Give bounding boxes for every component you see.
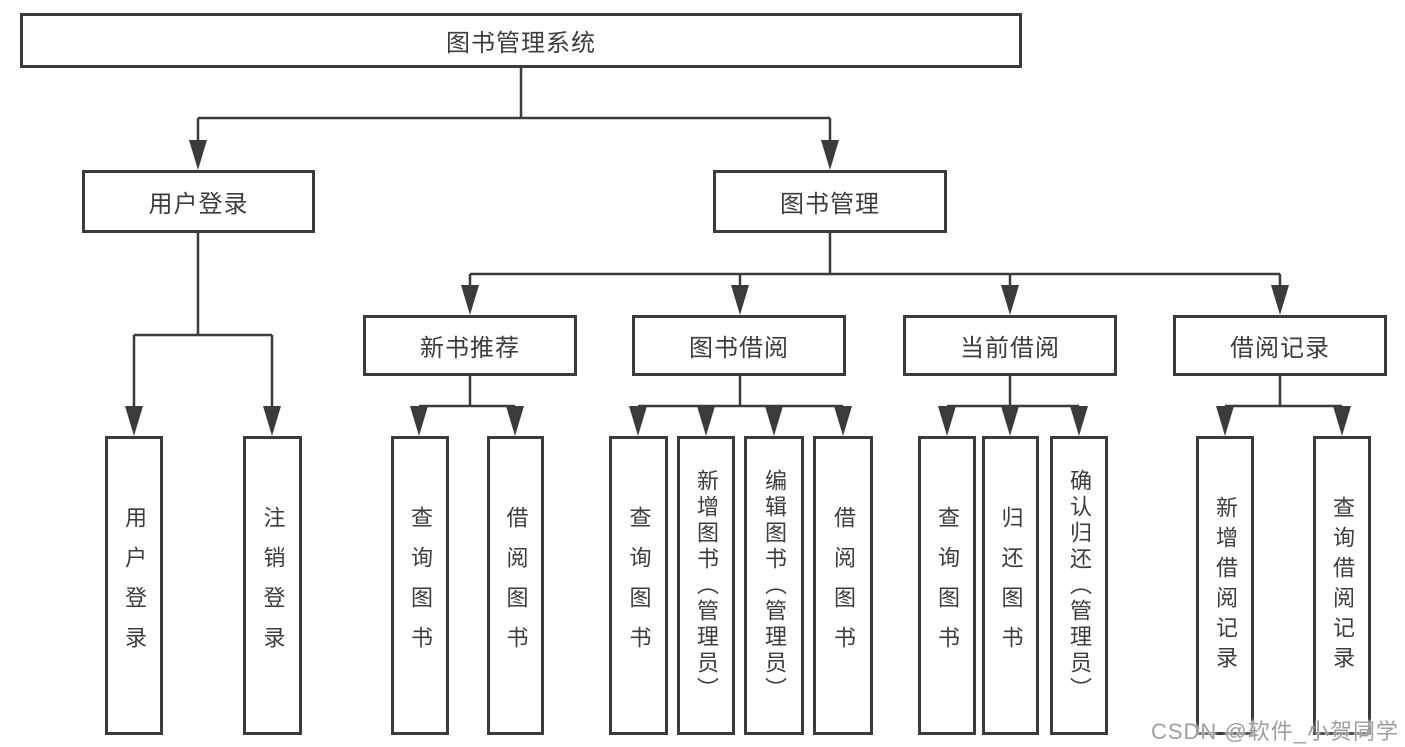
- node-current-borrow-label: 当前借阅: [960, 335, 1060, 362]
- leaf-add-book-admin: 新增图书（管理员）: [677, 436, 735, 735]
- node-book-borrow: 图书借阅: [632, 315, 846, 376]
- node-book-borrow-label: 图书借阅: [689, 335, 789, 362]
- connector-bookborrow-to-leaves: [638, 376, 843, 408]
- connector-root-to-level2: [196, 68, 832, 142]
- node-new-book-recommend-label: 新书推荐: [420, 335, 520, 362]
- leaf-logout: 注销登录: [243, 436, 302, 735]
- leaf-borrow-books-2: 借阅图书: [813, 436, 873, 735]
- leaf-borrow-books-1: 借阅图书: [487, 436, 544, 735]
- node-current-borrow: 当前借阅: [903, 315, 1117, 376]
- leaf-user-login: 用户登录: [105, 436, 163, 735]
- node-borrow-records: 借阅记录: [1173, 315, 1387, 376]
- connector-records-to-leaves: [1225, 376, 1342, 408]
- node-user-login: 用户登录: [82, 170, 315, 233]
- leaf-query-books-1: 查询图书: [391, 436, 449, 735]
- leaf-confirm-return-admin: 确认归还（管理员）: [1050, 436, 1108, 735]
- node-borrow-records-label: 借阅记录: [1230, 335, 1330, 362]
- leaf-return-books: 归还图书: [982, 436, 1039, 735]
- leaf-query-borrow-record: 查询借阅记录: [1313, 436, 1371, 735]
- leaf-query-books-2: 查询图书: [609, 436, 668, 735]
- node-user-login-label: 用户登录: [148, 191, 249, 218]
- connector-currentborrow-to-leaves: [947, 376, 1079, 408]
- leaf-query-books-3: 查询图书: [918, 436, 976, 735]
- connector-bookmgmt-to-level3: [468, 232, 1282, 288]
- connector-userlogin-to-leaves: [132, 233, 274, 408]
- connector-newbooks-to-leaves: [419, 376, 515, 408]
- node-book-management-label: 图书管理: [780, 191, 880, 218]
- leaf-edit-book-admin: 编辑图书（管理员）: [744, 436, 804, 735]
- leaf-add-borrow-record: 新增借阅记录: [1196, 436, 1254, 735]
- node-book-management: 图书管理: [713, 170, 947, 233]
- csdn-watermark: CSDN @软件_小贺同学: [1150, 719, 1399, 744]
- node-root-label: 图书管理系统: [446, 30, 596, 57]
- arrowheads: [125, 140, 1351, 436]
- node-root: 图书管理系统: [20, 13, 1022, 68]
- node-new-book-recommend: 新书推荐: [363, 315, 577, 376]
